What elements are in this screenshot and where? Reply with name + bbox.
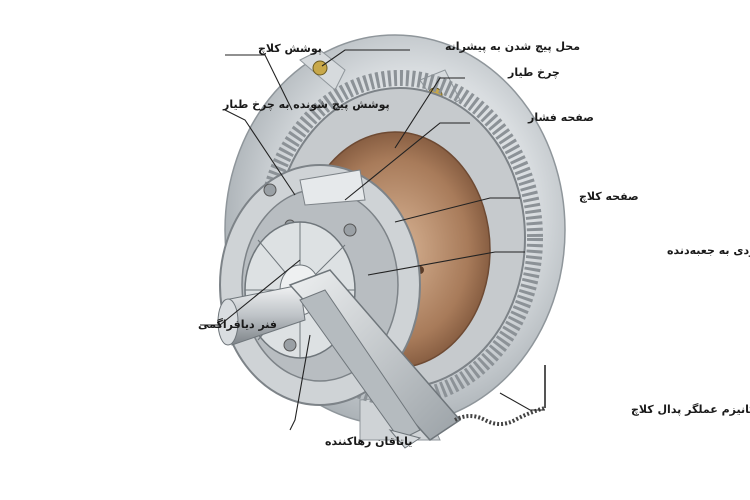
return-spring-graphic xyxy=(388,365,546,449)
label-clutch-disc: صفحه کلاچ xyxy=(579,190,639,204)
label-flywheel: چرخ طیار xyxy=(507,66,560,79)
label-cover-bolted: پوشش پیچ شونده به چرخ طیار xyxy=(222,98,390,111)
label-clutch-cover: پوشش کلاچ xyxy=(258,42,322,56)
release-fork-graphic xyxy=(283,269,462,441)
label-pressure-plate: صفحه فشار xyxy=(527,111,594,124)
labels: محل پیچ شدن به پیشرانه پوشش کلاچ چرخ طیا… xyxy=(198,40,750,448)
label-bolt-mount: محل پیچ شدن به پیشرانه xyxy=(445,40,580,53)
input-shaft-graphic xyxy=(217,284,306,346)
label-release-bearing: یاتاقان رهاکننده xyxy=(325,435,412,448)
leader-lines xyxy=(200,49,545,431)
label-input-shaft: محور ورودی به جعبه‌دنده xyxy=(667,244,750,257)
label-release-mechanism: مکانیزم عملگر پدال کلاچ xyxy=(631,403,750,417)
label-diaphragm-spring: فنر دیافراگمی xyxy=(198,318,277,331)
